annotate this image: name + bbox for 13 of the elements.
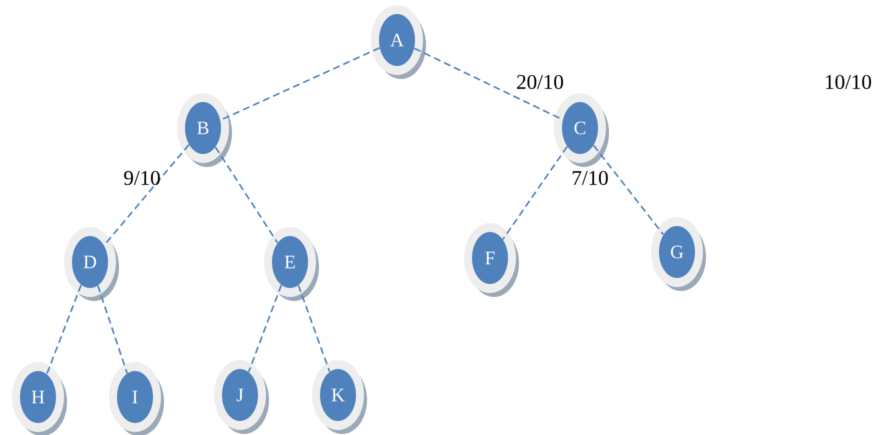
connector-line xyxy=(214,146,278,244)
edge-weight: 10/10 xyxy=(826,74,872,90)
edge-weight: 20/10 xyxy=(517,74,564,90)
connector-line xyxy=(502,146,568,240)
connector-line xyxy=(298,284,330,372)
connector-line xyxy=(103,144,190,246)
connector-line xyxy=(220,47,380,121)
edge-weight: 7/10 xyxy=(572,170,608,186)
connector-line xyxy=(592,144,664,236)
connector-line xyxy=(97,285,128,374)
edge-weight: 9/10 xyxy=(124,170,160,186)
connector-line xyxy=(46,284,82,374)
connector-line xyxy=(248,284,282,372)
